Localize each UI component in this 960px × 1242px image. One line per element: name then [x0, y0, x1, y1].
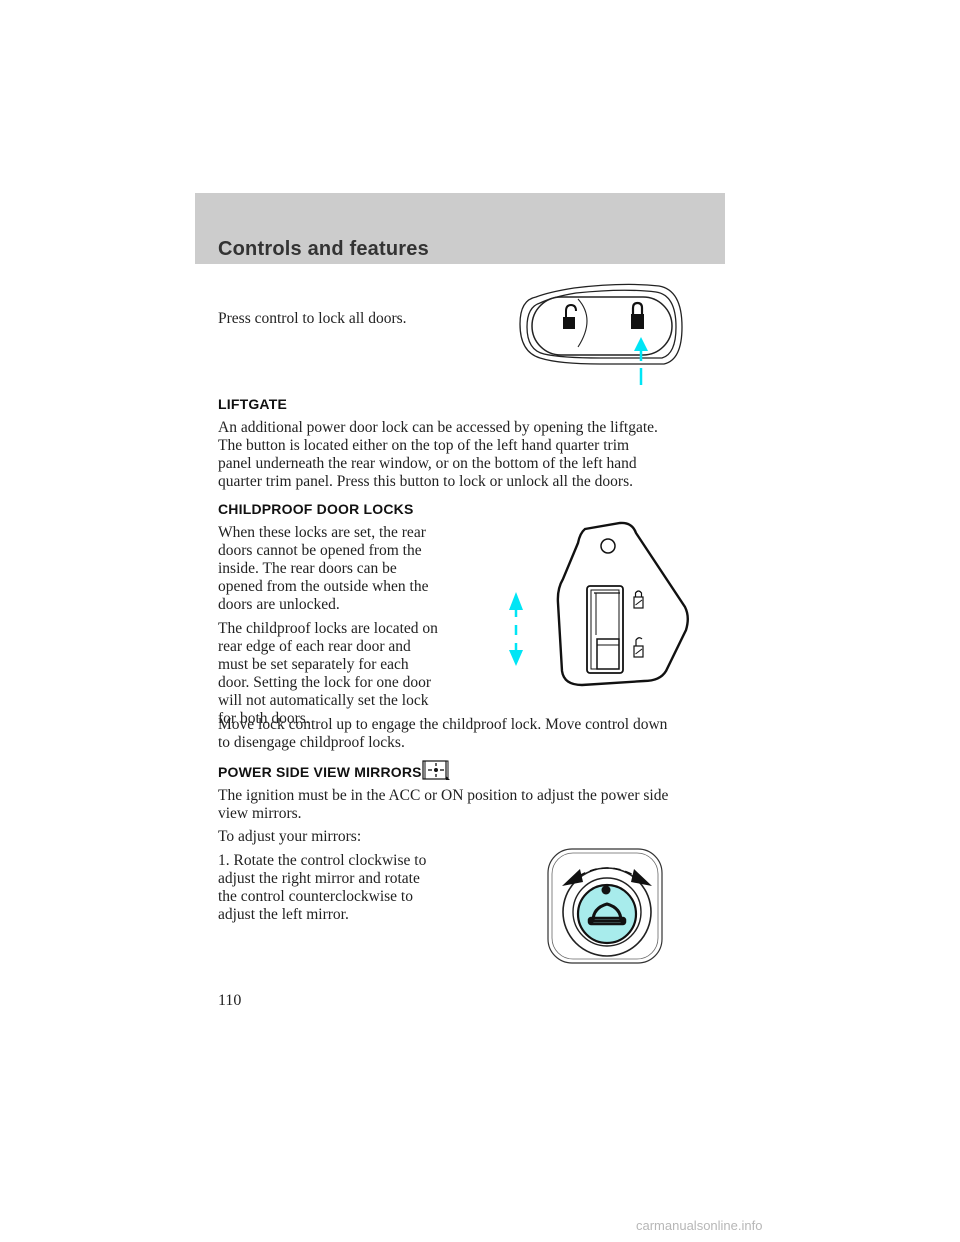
childproof-p2-line-3: must be set separately for each	[218, 656, 409, 673]
childproof-p1-line-5: doors are unlocked.	[218, 596, 340, 613]
arrow-up-icon	[634, 337, 648, 385]
mirrors-step1-line-2: adjust the right mirror and rotate	[218, 870, 420, 887]
child-unlock-icon	[633, 637, 644, 658]
lock-instruction: Press control to lock all doors.	[218, 310, 407, 327]
childproof-p1-line-1: When these locks are set, the rear	[218, 524, 426, 541]
mirror-control-figure	[547, 848, 663, 964]
mirrors-step1-line-3: the control counterclockwise to	[218, 888, 413, 905]
footer-watermark: carmanualsonline.info	[636, 1218, 763, 1233]
liftgate-heading: LIFTGATE	[218, 396, 287, 412]
power-lock-switch-figure	[519, 283, 683, 385]
section-title: Controls and features	[218, 238, 429, 260]
rotate-arrows-icon	[562, 867, 652, 886]
mirrors-heading: POWER SIDE VIEW MIRRORS	[218, 764, 422, 780]
childproof-p2-line-6: for both doors.	[218, 710, 310, 727]
mirrors-step1-line-1: 1. Rotate the control clockwise to	[218, 852, 427, 869]
mirror-adjust-icon	[422, 760, 450, 780]
liftgate-line-3: panel underneath the rear window, or on …	[218, 455, 637, 472]
childproof-p2-line-5: will not automatically set the lock	[218, 692, 429, 709]
childproof-p3-line-2: to disengage childproof locks.	[218, 734, 405, 751]
page-number: 110	[218, 992, 242, 1009]
childproof-lock-figure	[509, 521, 689, 687]
unlock-icon	[563, 303, 577, 329]
liftgate-line-4: quarter trim panel. Press this button to…	[218, 473, 633, 490]
childproof-p3-line-1: Move lock control up to engage the child…	[218, 716, 668, 733]
childproof-p2-line-1: The childproof locks are located on	[218, 620, 438, 637]
child-lock-icon	[633, 590, 644, 609]
mirrors-line-1: The ignition must be in the ACC or ON po…	[218, 787, 669, 804]
liftgate-line-2: The button is located either on the top …	[218, 437, 630, 454]
mirrors-adjust-intro: To adjust your mirrors:	[218, 828, 362, 845]
mirrors-line-2: view mirrors.	[218, 805, 302, 822]
childproof-heading: CHILDPROOF DOOR LOCKS	[218, 501, 414, 517]
section-header-band	[195, 193, 725, 264]
arrow-up-down-icon	[509, 592, 523, 666]
car-icon	[587, 902, 627, 926]
childproof-p1-line-3: inside. The rear doors can be	[218, 560, 397, 577]
childproof-p2-line-2: rear edge of each rear door and	[218, 638, 411, 655]
lock-icon	[631, 301, 644, 329]
childproof-p1-line-4: opened from the outside when the	[218, 578, 429, 595]
mirrors-step1-line-4: adjust the left mirror.	[218, 906, 349, 923]
liftgate-line-1: An additional power door lock can be acc…	[218, 419, 658, 436]
childproof-p2-line-4: door. Setting the lock for one door	[218, 674, 432, 691]
childproof-p1-line-2: doors cannot be opened from the	[218, 542, 422, 559]
